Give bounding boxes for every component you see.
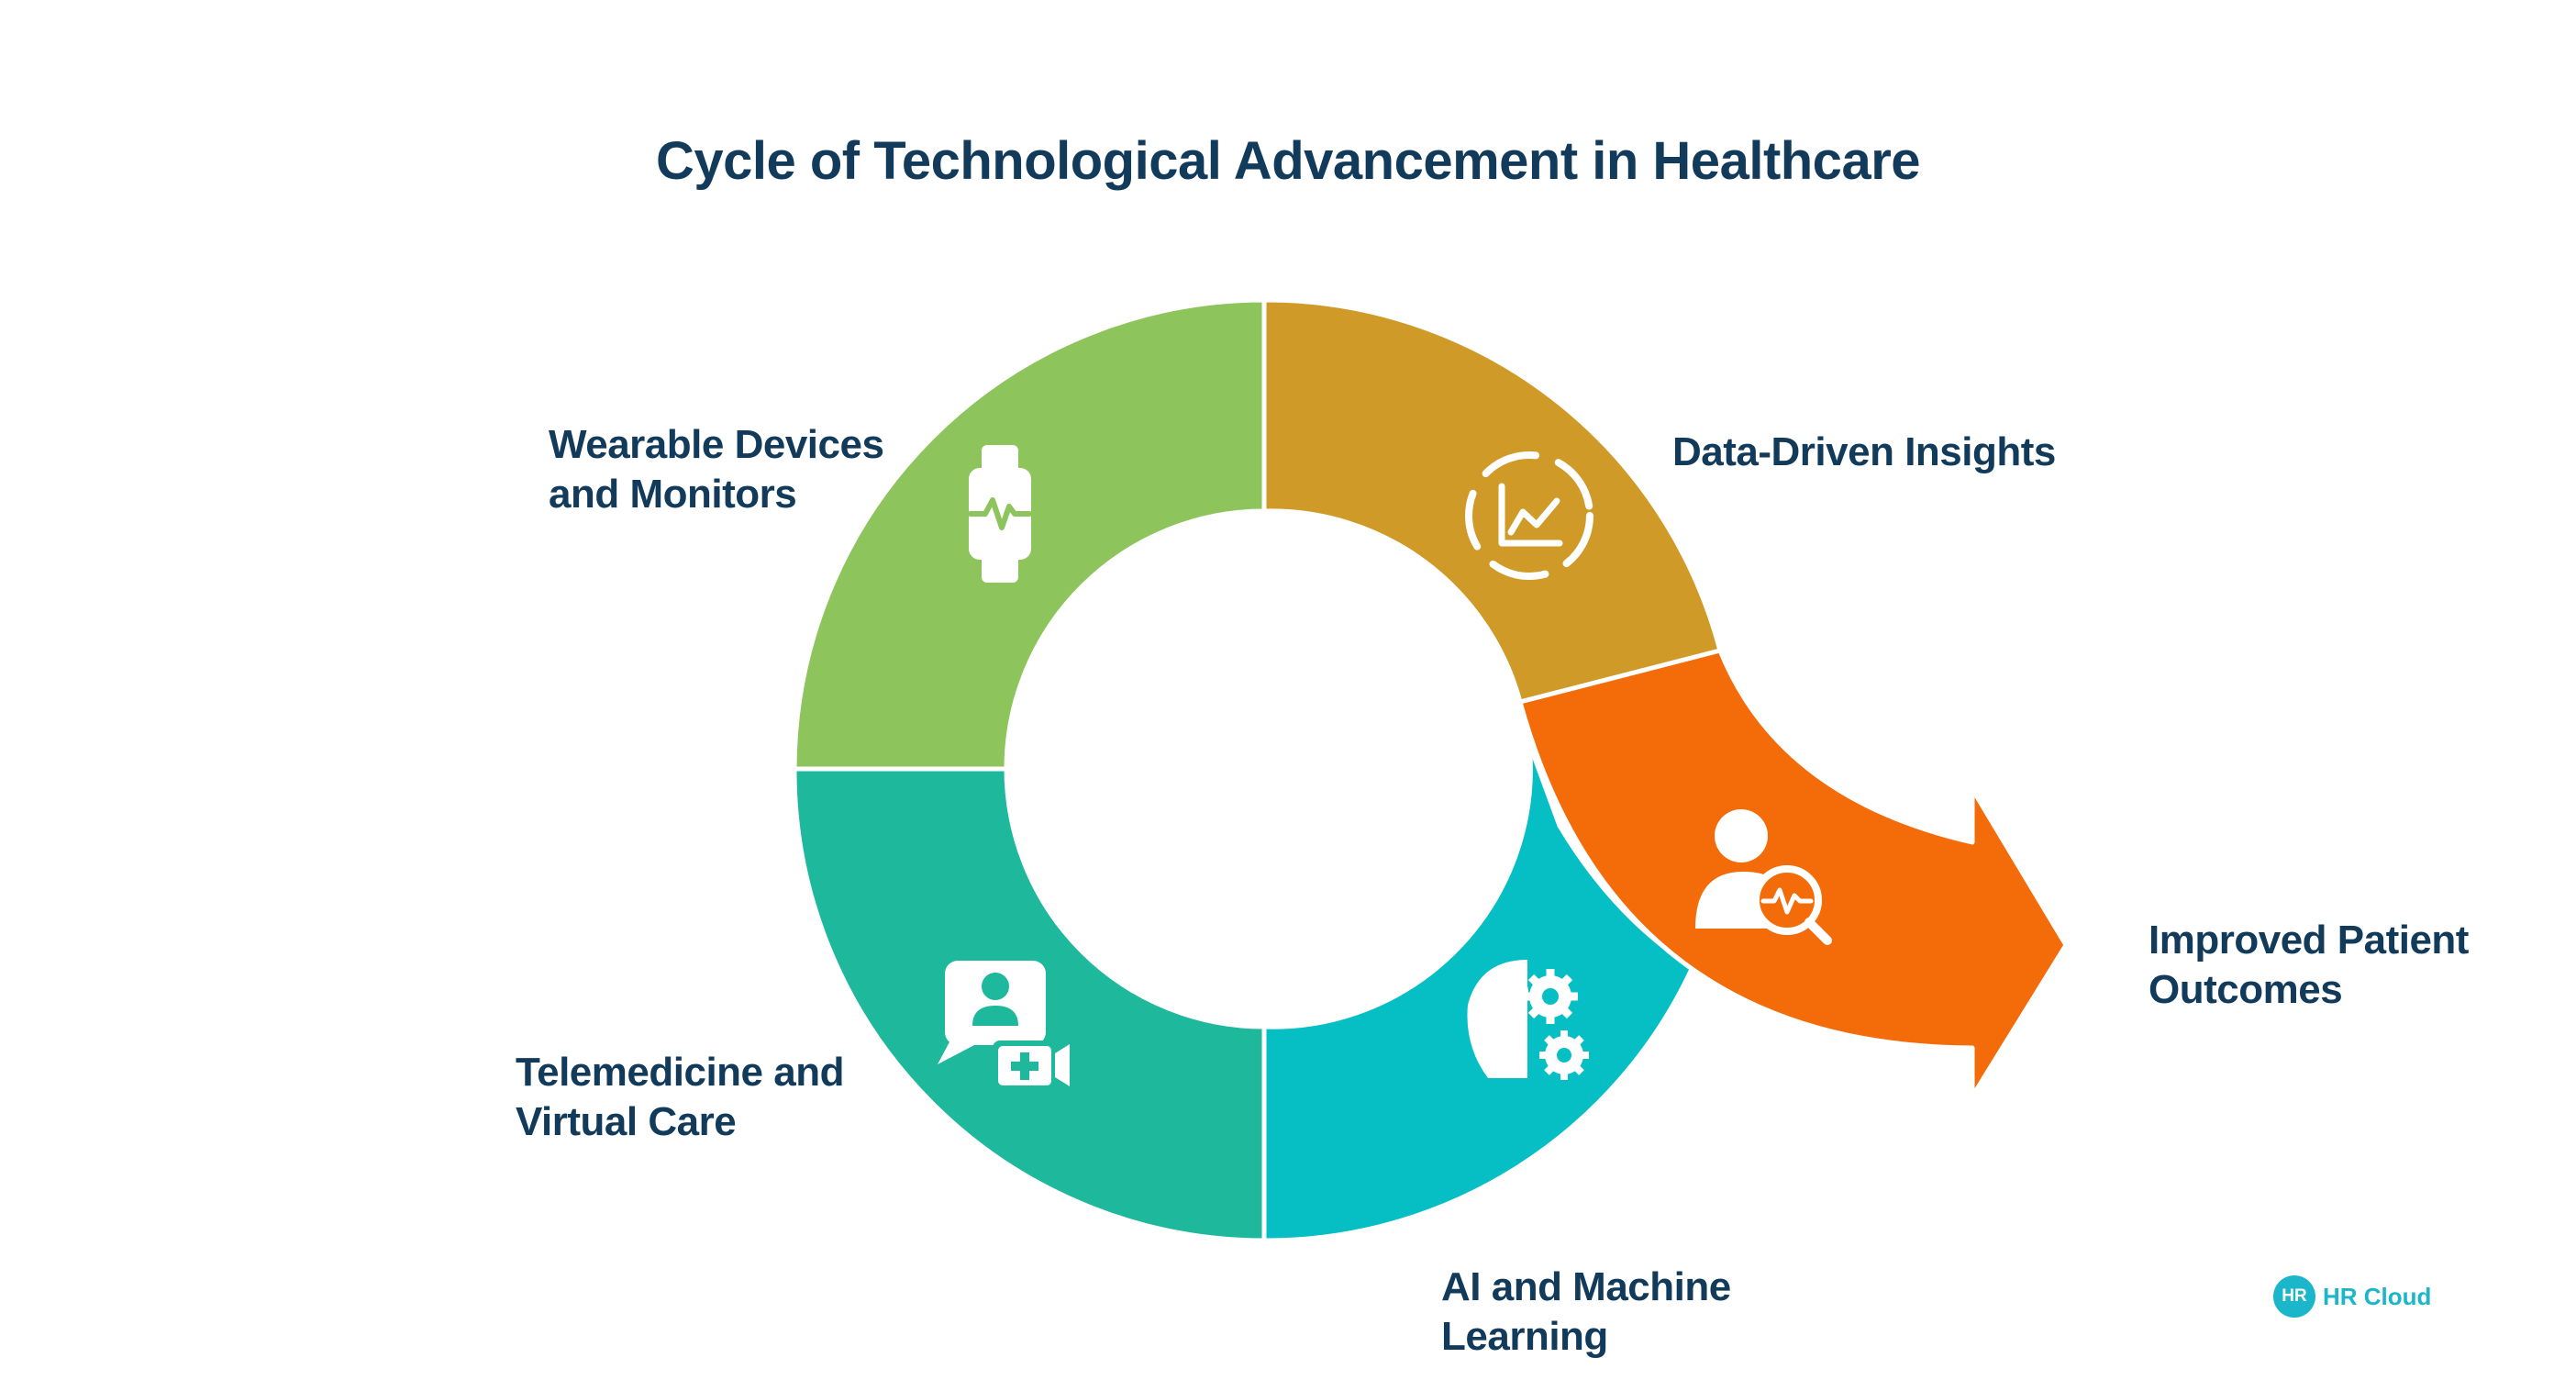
segment-data-driven-insights: [1261, 297, 1723, 705]
hr-cloud-logo: HR HR Cloud: [2273, 1275, 2431, 1318]
patient-diagnosis-icon: [1695, 809, 1832, 945]
smartwatch-icon: [968, 445, 1032, 583]
logo-text: HR Cloud: [2323, 1282, 2432, 1310]
label-ai-machine-learning: AI and Machine Learning: [1441, 1264, 1731, 1359]
label-wearable-devices: Wearable Devices and Monitors: [549, 422, 884, 517]
label-improved-patient-outcomes: Improved Patient Outcomes: [2149, 918, 2469, 1012]
ai-gears-icon: [1467, 960, 1589, 1080]
label-telemedicine: Telemedicine and Virtual Care: [516, 1050, 844, 1144]
diagram-title: Cycle of Technological Advancement in He…: [655, 131, 1921, 191]
logo-badge: HR: [2273, 1275, 2315, 1318]
label-data-driven-insights: Data-Driven Insights: [1672, 429, 2056, 474]
chart-icon: [1465, 451, 1593, 580]
video-consultation-icon: [938, 961, 1070, 1091]
